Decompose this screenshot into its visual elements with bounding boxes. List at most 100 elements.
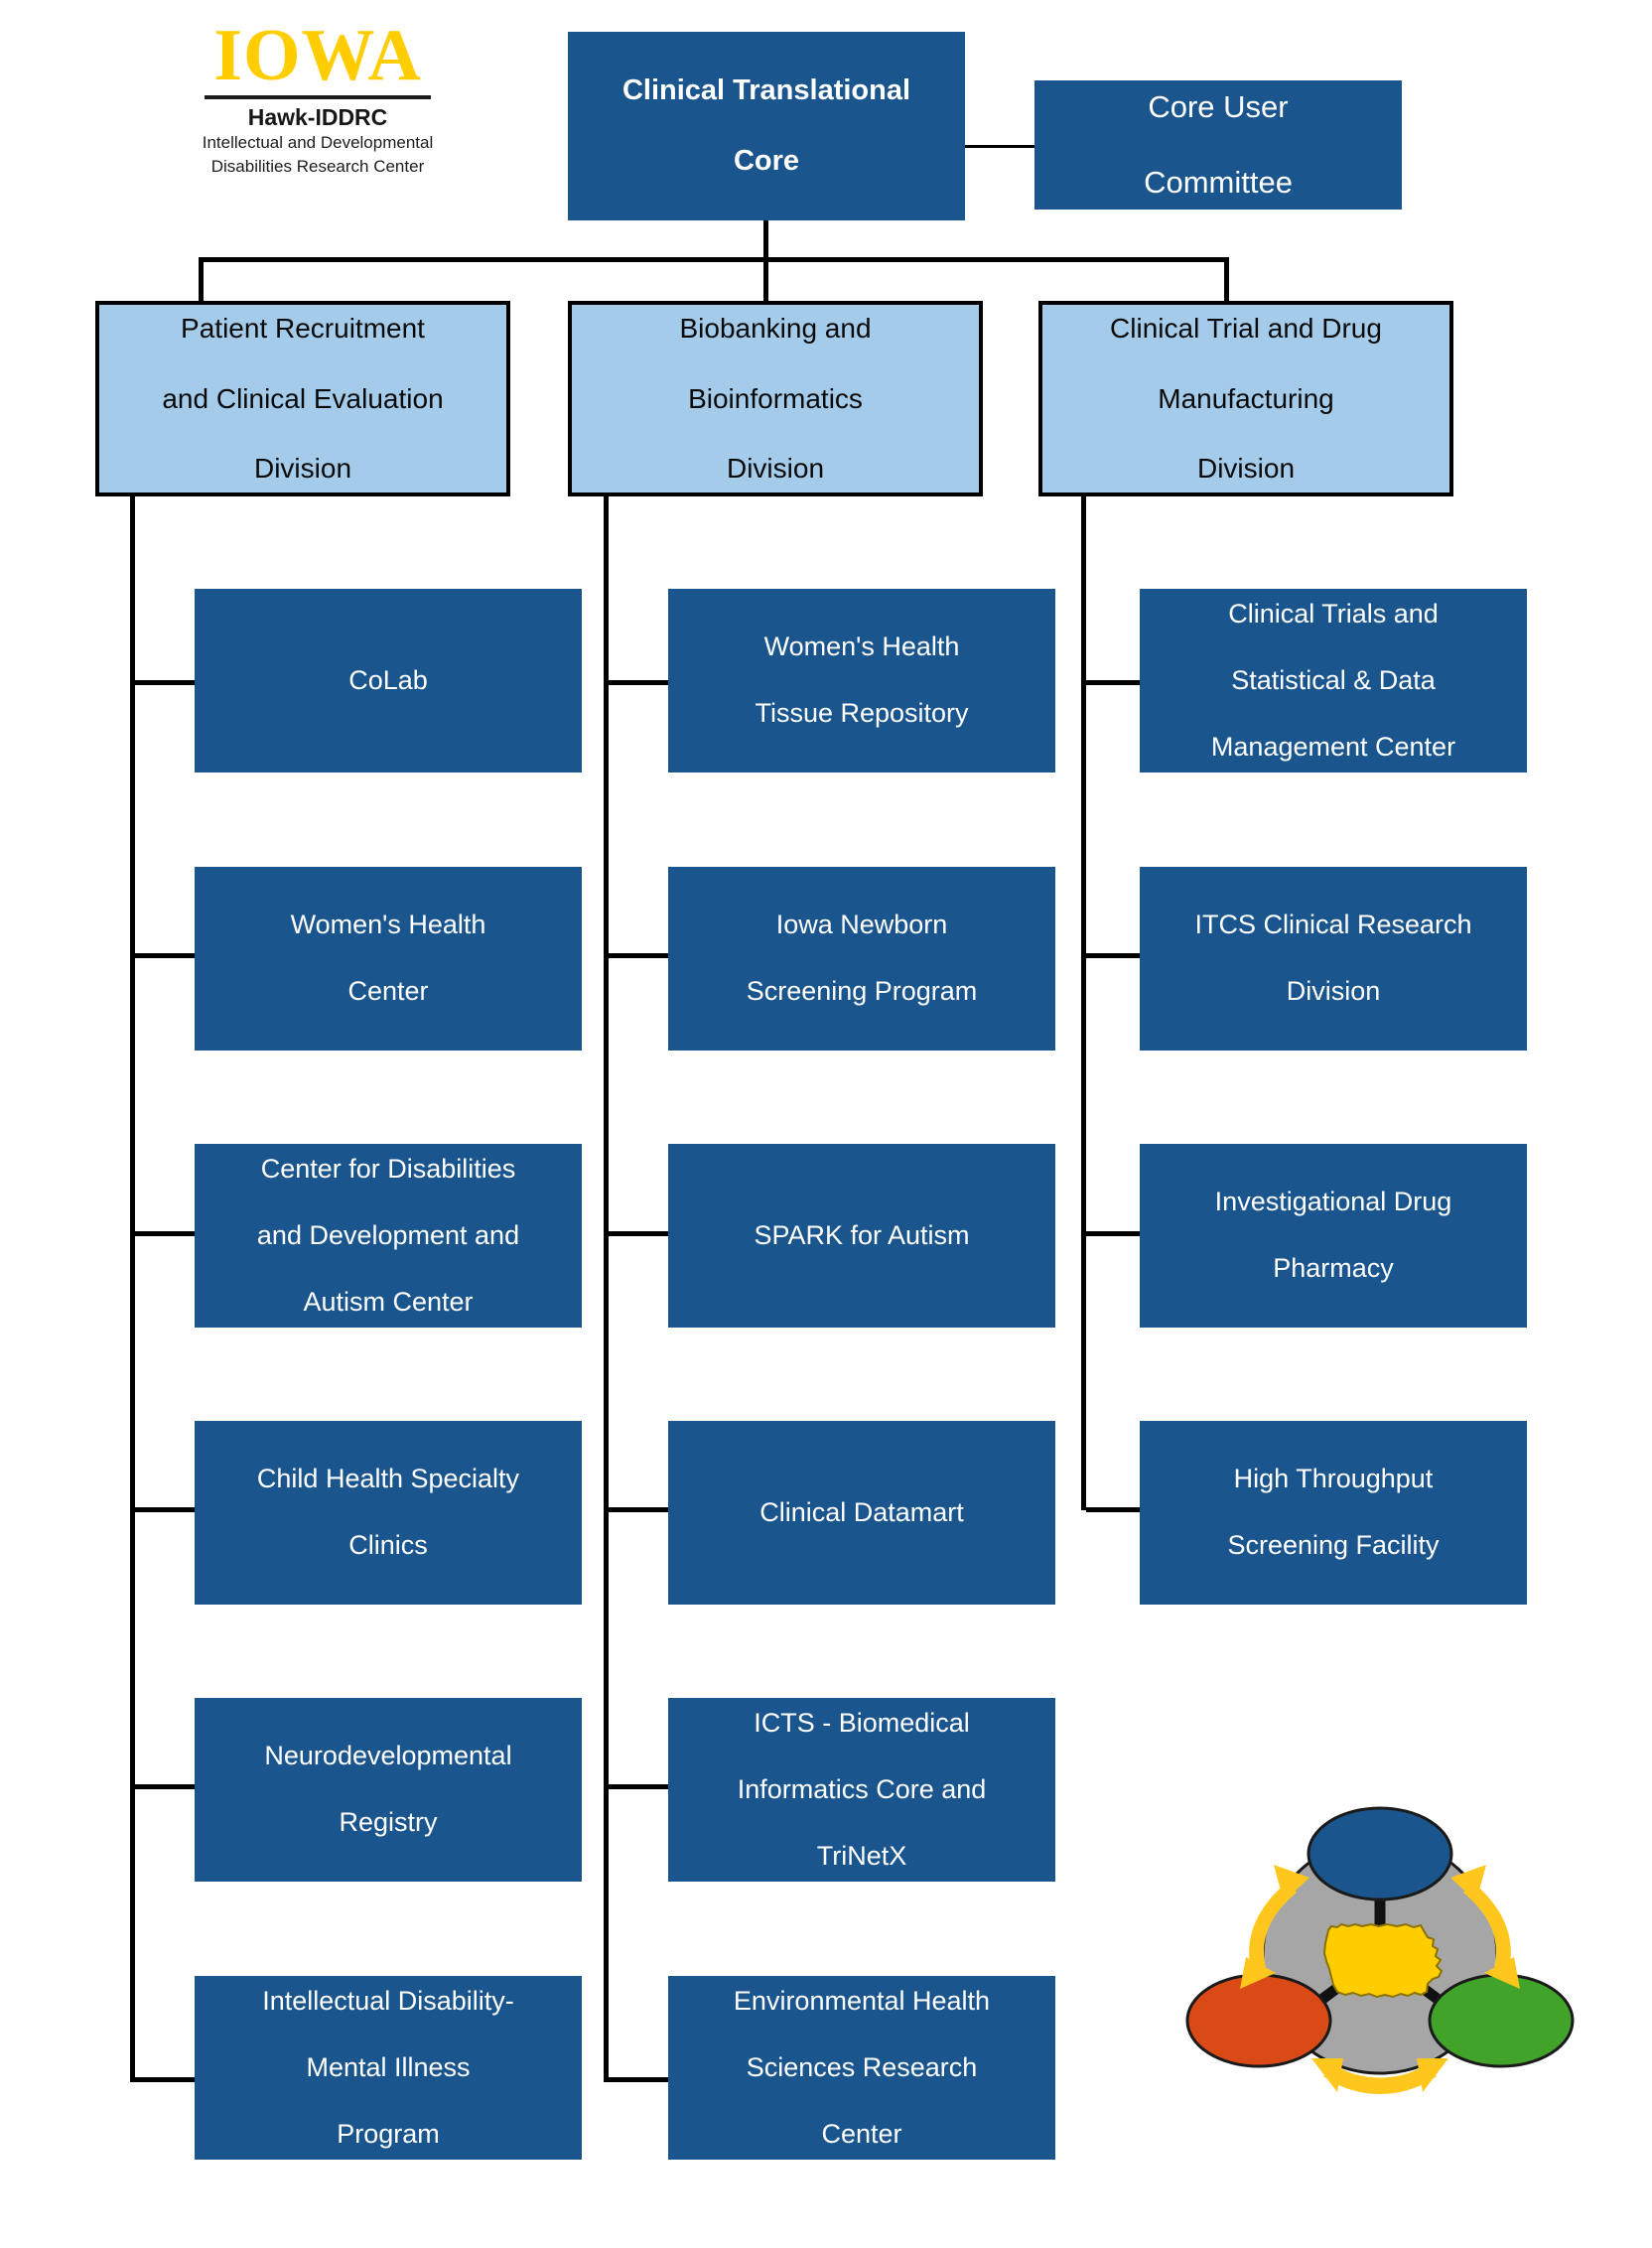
col1-item6-line3: Program — [337, 2118, 440, 2149]
program-womens-health-tissue-repository[interactable]: Women's Health Tissue Repository — [668, 589, 1055, 773]
division-patient-recruitment[interactable]: Patient Recruitment and Clinical Evaluat… — [95, 301, 510, 496]
col2-item4-line1: Clinical Datamart — [759, 1496, 964, 1527]
node-label: Clinical Datamart — [668, 1496, 1055, 1529]
stub-col2-item3 — [609, 1231, 668, 1236]
program-clinical-datamart[interactable]: Clinical Datamart — [668, 1421, 1055, 1605]
stub-col3-item1 — [1086, 680, 1146, 685]
division-3-line-3: Division — [1196, 453, 1296, 485]
program-intellectual-disability-mental-illness[interactable]: Intellectual Disability- Mental Illness … — [195, 1976, 582, 2160]
program-clinical-trials-statistical-data-management[interactable]: Clinical Trials and Statistical & Data M… — [1140, 589, 1527, 773]
emblem-arrow-bottom — [1311, 2058, 1448, 2094]
node-label: ICTS - Biomedical Informatics Core and T… — [668, 1707, 1055, 1873]
col2-item1-line1: Women's Health — [763, 632, 960, 662]
division-3-line-2: Manufacturing — [1158, 382, 1334, 414]
program-colab[interactable]: CoLab — [195, 589, 582, 773]
node-label: Center for Disabilities and Development … — [195, 1153, 582, 1319]
col1-item6-line1: Intellectual Disability- — [262, 1985, 514, 2016]
node-clinical-translational-core[interactable]: Clinical Translational Core — [568, 32, 965, 220]
iowa-wordmark: IOWA — [213, 15, 422, 96]
division-1-line-3: Division — [253, 453, 352, 485]
stub-col2-item1 — [609, 680, 668, 685]
col1-item3-line3: Autism Center — [303, 1286, 474, 1317]
division-2-line-1: Biobanking and — [679, 313, 872, 345]
division-2-line-2: Bioinformatics — [688, 382, 863, 414]
iowa-state-outline-icon — [1322, 1922, 1444, 1999]
col3-item1-line1: Clinical Trials and — [1228, 598, 1439, 629]
node-label: Women's Health Tissue Repository — [668, 631, 1055, 730]
node-label: Intellectual Disability- Mental Illness … — [195, 1985, 582, 2151]
hawk-iddrc-emblem — [1167, 1723, 1593, 2120]
program-investigational-drug-pharmacy[interactable]: Investigational Drug Pharmacy — [1140, 1144, 1527, 1328]
node-core-user-committee[interactable]: Core User Committee — [1034, 80, 1402, 210]
stub-col2-item2 — [609, 953, 668, 958]
stub-col1-item6 — [135, 2077, 195, 2082]
emblem-arrow-right — [1450, 1865, 1520, 1989]
node-label: Iowa Newborn Screening Program — [668, 909, 1055, 1008]
col3-item1-line3: Management Center — [1210, 731, 1456, 762]
program-high-throughput-screening-facility[interactable]: High Throughput Screening Facility — [1140, 1421, 1527, 1605]
program-spark-for-autism[interactable]: SPARK for Autism — [668, 1144, 1055, 1328]
col1-item1-line1: CoLab — [348, 664, 428, 695]
program-iowa-newborn-screening[interactable]: Iowa Newborn Screening Program — [668, 867, 1055, 1051]
emblem-svg — [1185, 1806, 1575, 2094]
stub-col2-item4 — [609, 1507, 668, 1512]
col3-item4-line1: High Throughput — [1233, 1464, 1434, 1494]
committee-line-1: Core User — [1148, 89, 1289, 125]
program-neurodevelopmental-registry[interactable]: Neurodevelopmental Registry — [195, 1698, 582, 1882]
col2-item5-line3: TriNetX — [816, 1840, 907, 1871]
connector-drop-division-1 — [199, 257, 204, 304]
stub-col1-item1 — [135, 680, 195, 685]
col3-item4-line2: Screening Facility — [1227, 1530, 1440, 1561]
program-child-health-specialty-clinics[interactable]: Child Health Specialty Clinics — [195, 1421, 582, 1605]
stub-col1-item5 — [135, 1784, 195, 1789]
iowa-hawk-iddrc-logo: IOWA Hawk-IDDRC Intellectual and Develop… — [169, 15, 467, 177]
col1-item4-line2: Clinics — [348, 1530, 428, 1561]
col1-item2-line2: Center — [347, 976, 429, 1007]
col2-item2-line2: Screening Program — [746, 976, 978, 1007]
program-womens-health-center[interactable]: Women's Health Center — [195, 867, 582, 1051]
program-environmental-health-sciences-research-center[interactable]: Environmental Health Sciences Research C… — [668, 1976, 1055, 2160]
col2-item5-line2: Informatics Core and — [737, 1773, 987, 1804]
core-line-2: Core — [733, 144, 800, 177]
col3-item2-line2: Division — [1286, 976, 1381, 1007]
col3-item3-line2: Pharmacy — [1273, 1253, 1394, 1284]
stub-col1-item4 — [135, 1507, 195, 1512]
node-label: Women's Health Center — [195, 909, 582, 1008]
node-label: Environmental Health Sciences Research C… — [668, 1985, 1055, 2151]
col2-item1-line2: Tissue Repository — [755, 698, 969, 729]
node-label: Investigational Drug Pharmacy — [1140, 1186, 1527, 1285]
emblem-node-top-blue — [1307, 1806, 1453, 1901]
node-label: Neurodevelopmental Registry — [195, 1740, 582, 1839]
connector-core-to-committee — [965, 145, 1034, 148]
node-label: Biobanking and Bioinformatics Division — [572, 311, 979, 486]
col3-item3-line1: Investigational Drug — [1214, 1187, 1452, 1217]
node-label: Child Health Specialty Clinics — [195, 1463, 582, 1562]
node-label: Clinical Translational Core — [568, 73, 965, 179]
division-biobanking-bioinformatics[interactable]: Biobanking and Bioinformatics Division — [568, 301, 983, 496]
col1-item5-line1: Neurodevelopmental — [264, 1741, 512, 1771]
emblem-node-right-green — [1428, 1973, 1575, 2068]
division-clinical-trial-drug-manufacturing[interactable]: Clinical Trial and Drug Manufacturing Di… — [1038, 301, 1453, 496]
logo-title: Hawk-IDDRC — [247, 103, 388, 130]
division-2-line-3: Division — [726, 453, 825, 485]
program-center-for-disabilities-and-development[interactable]: Center for Disabilities and Development … — [195, 1144, 582, 1328]
col2-item5-line1: ICTS - Biomedical — [754, 1707, 970, 1738]
col1-item6-line2: Mental Illness — [306, 2051, 471, 2082]
logo-subtitle-line2: Disabilities Research Center — [210, 156, 425, 176]
division-1-line-2: and Clinical Evaluation — [162, 382, 444, 414]
program-icts-biomedical-informatics-trinetx[interactable]: ICTS - Biomedical Informatics Core and T… — [668, 1698, 1055, 1882]
col2-item3-line1: SPARK for Autism — [754, 1219, 970, 1250]
stub-col3-item2 — [1086, 953, 1146, 958]
connector-drop-division-2 — [763, 257, 768, 304]
col1-item5-line2: Registry — [339, 1807, 438, 1838]
node-label: Core User Committee — [1034, 88, 1402, 201]
trunk-column-2 — [604, 496, 609, 2082]
trunk-column-3 — [1081, 496, 1086, 1510]
col1-item2-line1: Women's Health — [290, 910, 486, 940]
program-itcs-clinical-research-division[interactable]: ITCS Clinical Research Division — [1140, 867, 1527, 1051]
stub-col1-item2 — [135, 953, 195, 958]
emblem-arrow-left — [1240, 1865, 1309, 1989]
logo-subtitle-line1: Intellectual and Developmental — [202, 132, 434, 152]
col2-item2-line1: Iowa Newborn — [775, 910, 948, 940]
